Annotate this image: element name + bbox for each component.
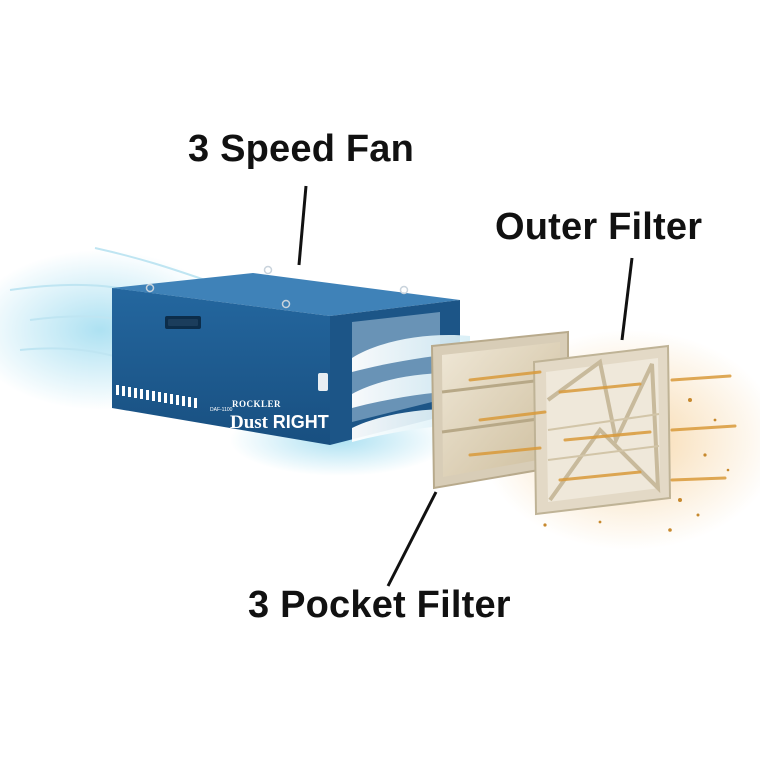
brand-product-a: Dust: [230, 412, 273, 433]
hanging-ring-icon: [281, 299, 291, 309]
pocket-filter-label: 3 Pocket Filter: [248, 584, 511, 626]
outer-filter: [532, 344, 672, 516]
outer-filter-callout-line: [620, 257, 634, 341]
hanging-ring-icon: [399, 285, 409, 295]
hanging-ring-icon: [145, 283, 155, 293]
pocket-filter-callout-line: [386, 491, 438, 587]
vent-strip: [116, 385, 197, 408]
switch-icon: [318, 373, 328, 391]
fan-housing: DAF-1100 ROCKLER Dust RIGHT: [112, 265, 460, 445]
model-number: DAF-1100: [210, 407, 233, 413]
fan-label: 3 Speed Fan: [188, 128, 415, 170]
fan-callout-line: [297, 185, 308, 266]
brand-product-b: RIGHT: [273, 412, 329, 432]
dust-particles-icon: [468, 370, 737, 482]
dust-specks: [543, 398, 730, 532]
brand-product: Dust RIGHT: [230, 412, 329, 433]
brand-maker: ROCKLER: [232, 399, 281, 409]
hanging-ring-icon: [263, 265, 273, 275]
outer-filter-label: Outer Filter: [495, 206, 703, 248]
